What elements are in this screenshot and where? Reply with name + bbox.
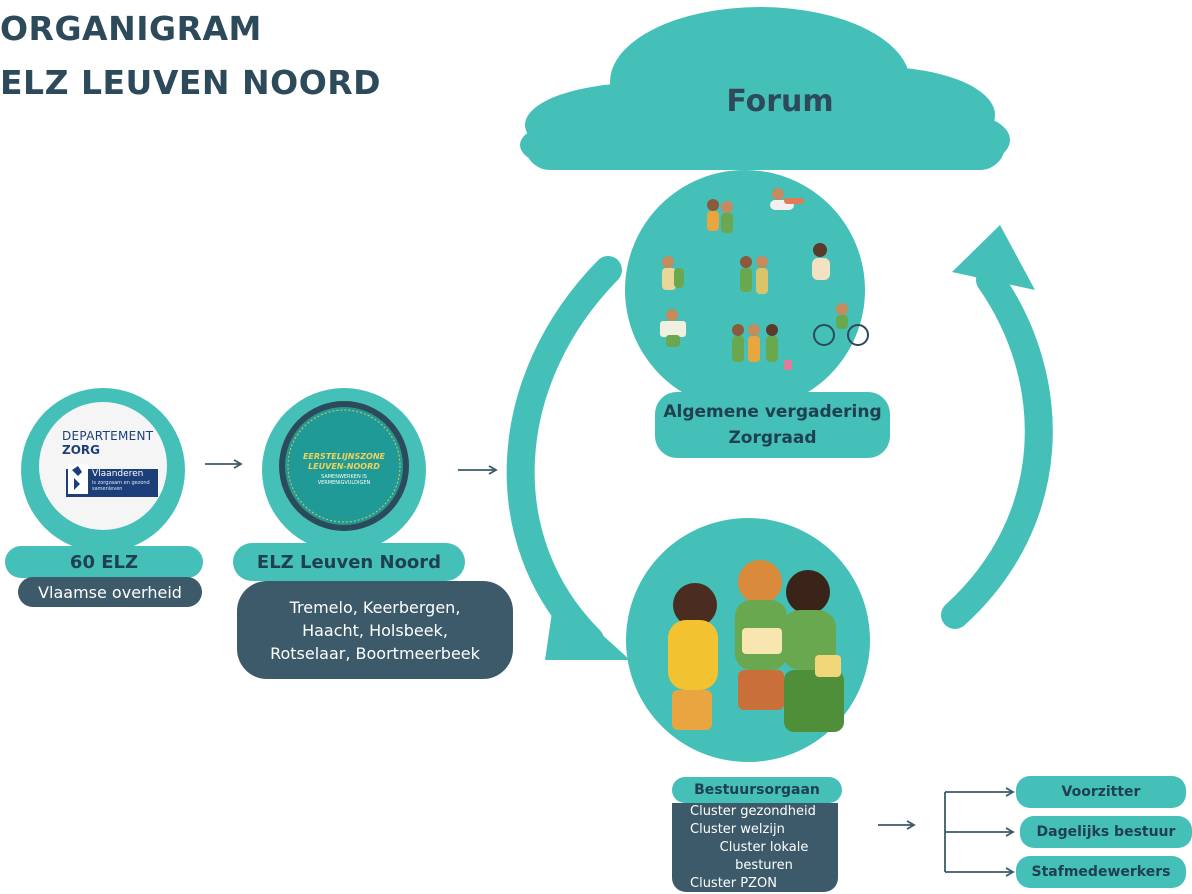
node-60elz-label: 60 ELZ	[5, 546, 203, 578]
logo-vlaanderen-text: Vlaanderen	[92, 469, 144, 479]
title-line-1: ORGANIGRAM	[0, 9, 262, 48]
page-title: ORGANIGRAM ELZ LEUVEN NOORD	[0, 2, 381, 110]
assembly-people-illustration	[660, 188, 869, 370]
role-dagelijks-bestuur: Dagelijks bestuur	[1020, 816, 1192, 848]
board-clusters: Cluster gezondheid Cluster welzijn Clust…	[672, 803, 838, 892]
cluster-item: Cluster welzijn	[690, 821, 785, 837]
elz-logo-line1: EERSTELIJNSZONE	[302, 452, 386, 461]
elz-logo-line3: SAMENWERKEN IS VERMENIGVULDIGEN	[317, 474, 371, 486]
municipality-line: Tremelo, Keerbergen,	[289, 597, 461, 617]
role-branches	[944, 787, 1015, 877]
node-elz-circle	[262, 388, 426, 552]
logo-departement-text: DEPARTEMENT	[62, 429, 154, 443]
cycle-arrow-up	[941, 225, 1053, 629]
connector-arrows	[205, 459, 916, 830]
role-stafmedewerkers: Stafmedewerkers	[1016, 856, 1186, 888]
assembly-label: Algemene vergadering Zorgraad	[655, 392, 890, 458]
assembly-line1: Algemene vergadering	[663, 402, 882, 422]
cluster-item: Cluster PZON	[690, 875, 777, 891]
cluster-item: Cluster gezondheid	[690, 803, 816, 819]
board-label: Bestuursorgaan	[672, 777, 842, 803]
node-60elz-circle	[21, 388, 185, 552]
forum-cloud	[520, 7, 1010, 170]
title-line-2: ELZ LEUVEN NOORD	[0, 63, 382, 102]
assembly-line2: Zorgraad	[728, 428, 817, 448]
cycle-arrow-down	[506, 256, 630, 660]
forum-label: Forum	[726, 84, 834, 119]
board-people-illustration	[668, 560, 844, 732]
node-elz-label: ELZ Leuven Noord	[233, 543, 465, 581]
node-elz-municipalities: Tremelo, Keerbergen, Haacht, Holsbeek, R…	[237, 581, 513, 679]
municipality-line: Rotselaar, Boortmeerbeek	[270, 643, 480, 663]
departement-zorg-logo	[66, 464, 158, 497]
cluster-item: Cluster lokale besturen	[719, 839, 809, 873]
logo-zorg-text: ZORG	[62, 443, 100, 457]
logo-vlaanderen-sub: is zorgzaam en gezond samenleven	[92, 480, 150, 492]
elz-logo-line2: LEUVEN-NOORD	[308, 462, 380, 471]
municipality-line: Haacht, Holsbeek,	[302, 620, 448, 640]
node-60elz-sub: Vlaamse overheid	[18, 577, 202, 607]
role-voorzitter: Voorzitter	[1016, 776, 1186, 808]
